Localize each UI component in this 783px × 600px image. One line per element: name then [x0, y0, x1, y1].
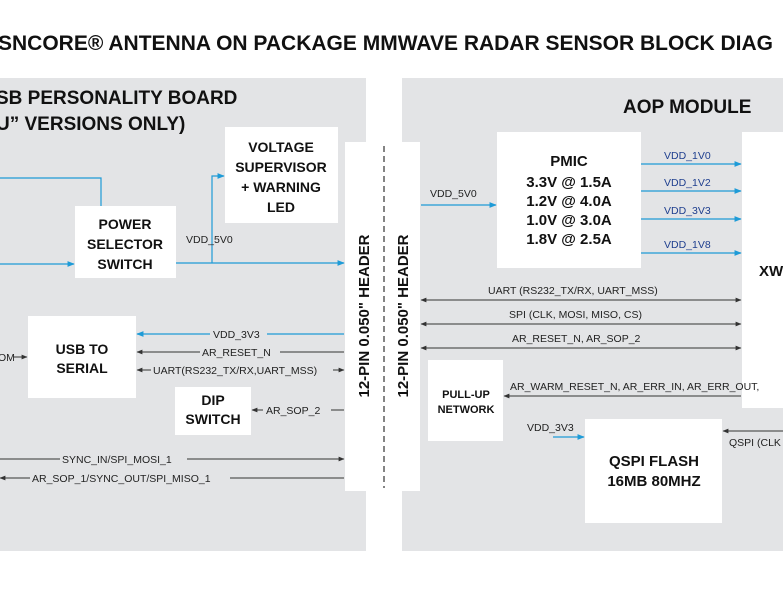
xw-chip-label: XW [759, 263, 783, 280]
ar-sop-1-label: AR_SOP_1/SYNC_OUT/SPI_MISO_1 [32, 473, 211, 485]
xw-chip-block: XW [742, 132, 783, 408]
voltage-supervisor-line1: VOLTAGE [248, 139, 314, 155]
uart-right-label: UART (RS232_TX/RX, UART_MSS) [488, 285, 658, 297]
right-header-label: 12-PIN 0.050" HEADER [395, 234, 412, 397]
pmic-rail-3v3: 3.3V @ 1.5A [526, 174, 612, 191]
uart-left-label: UART(RS232_TX/RX,UART_MSS) [153, 365, 317, 377]
ar-warm-label: AR_WARM_RESET_N, AR_ERR_IN, AR_ERR_OUT, [510, 381, 759, 393]
left-panel-title-line2: U” VERSIONS ONLY) [0, 114, 185, 135]
dip-switch-line1: DIP [201, 392, 224, 408]
ar-reset-right-label: AR_RESET_N, AR_SOP_2 [512, 333, 641, 345]
qspi-flash-line2: 16MB 80MHZ [607, 473, 700, 490]
om-label: OM [0, 352, 15, 364]
pull-up-line1: PULL-UP [442, 389, 490, 401]
qspi-clk-label: QSPI (CLK [729, 437, 781, 449]
dip-switch-line2: SWITCH [185, 411, 240, 427]
usb-to-serial-line1: USB TO [56, 341, 109, 357]
vdd-1v0-label: VDD_1V0 [664, 150, 711, 162]
vdd-3v3-qspi-label: VDD_3V3 [527, 422, 574, 434]
voltage-supervisor-line2: SUPERVISOR [235, 159, 327, 175]
ar-sop-2-left-label: AR_SOP_2 [266, 405, 320, 417]
spi-right-label: SPI (CLK, MOSI, MISO, CS) [509, 309, 642, 321]
usb-to-serial-line2: SERIAL [56, 360, 108, 376]
ar-reset-n-left-label: AR_RESET_N [202, 347, 271, 359]
left-header-label: 12-PIN 0.050" HEADER [356, 234, 373, 397]
pmic-rail-1v2: 1.2V @ 4.0A [526, 193, 612, 210]
selector-to-supervisor-line [211, 173, 225, 263]
power-selector-switch-block: POWER SELECTOR SWITCH [75, 206, 176, 278]
voltage-supervisor-block: VOLTAGE SUPERVISOR + WARNING LED [225, 127, 338, 223]
usb-to-serial-block: USB TO SERIAL [28, 316, 136, 398]
pmic-rail-1v8: 1.8V @ 2.5A [526, 231, 612, 248]
vdd-1v2-label: VDD_1V2 [664, 177, 711, 189]
pmic-block: PMIC 3.3V @ 1.5A 1.2V @ 4.0A 1.0V @ 3.0A… [497, 132, 641, 268]
dip-switch-block: DIP SWITCH [175, 387, 251, 435]
power-selector-line2: SELECTOR [87, 236, 163, 252]
vdd-1v8-label: VDD_1V8 [664, 239, 711, 251]
sync-in-label: SYNC_IN/SPI_MOSI_1 [62, 454, 172, 466]
left-12pin-header: 12-PIN 0.050" HEADER [345, 142, 383, 491]
pull-up-network-block: PULL-UP NETWORK [428, 360, 503, 441]
diagram-title: SNCORE® ANTENNA ON PACKAGE MMWAVE RADAR … [0, 32, 773, 55]
vdd-5v0-left-label: VDD_5V0 [186, 234, 233, 246]
left-panel-title-line1: SB PERSONALITY BOARD [0, 88, 237, 109]
power-selector-line3: SWITCH [97, 256, 152, 272]
pull-up-line2: NETWORK [438, 404, 495, 416]
voltage-supervisor-line4: LED [267, 199, 295, 215]
voltage-supervisor-line3: + WARNING [241, 179, 321, 195]
qspi-flash-block: QSPI FLASH 16MB 80MHZ [585, 419, 722, 523]
usb-vbus-to-selector-line [0, 177, 102, 206]
right-panel-title: AOP MODULE [623, 97, 751, 118]
vdd-3v3-left-label: VDD_3V3 [213, 329, 260, 341]
qspi-flash-line1: QSPI FLASH [609, 453, 699, 470]
pmic-rail-1v0: 1.0V @ 3.0A [526, 212, 612, 229]
right-12pin-header: 12-PIN 0.050" HEADER [386, 142, 420, 491]
vdd-3v3-pmic-label: VDD_3V3 [664, 205, 711, 217]
power-selector-line1: POWER [99, 216, 152, 232]
vdd-5v0-right-label: VDD_5V0 [430, 188, 477, 200]
pmic-title: PMIC [550, 153, 588, 170]
